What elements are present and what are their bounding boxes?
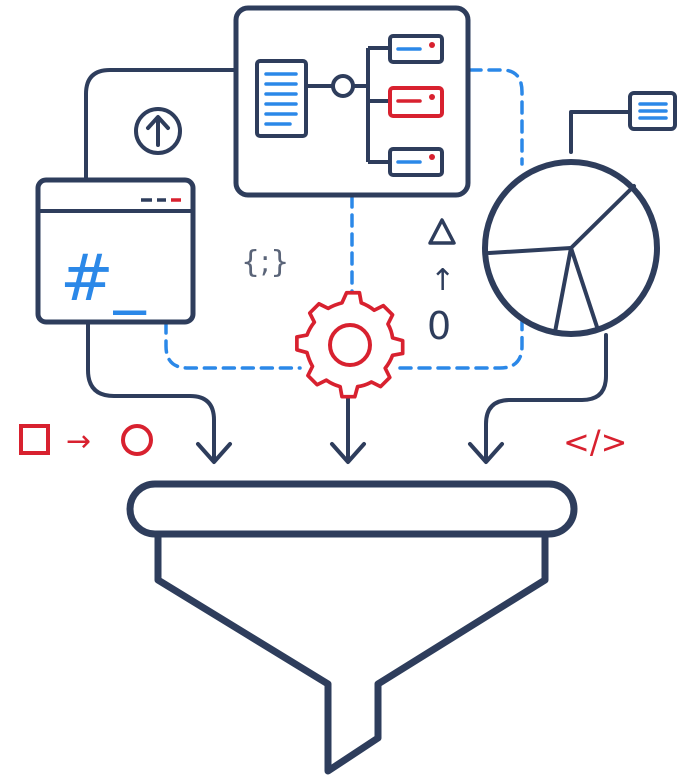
dashed-terminal-to-gear bbox=[164, 320, 302, 370]
server-top bbox=[388, 34, 444, 64]
triangle-zero-arrow-text: ↑ bbox=[430, 263, 455, 298]
document-tag-icon bbox=[628, 91, 677, 131]
dashed-connectors bbox=[164, 68, 524, 370]
dashed-gear-to-right bbox=[398, 294, 524, 370]
server-bottom bbox=[388, 147, 444, 177]
server-middle bbox=[388, 86, 444, 118]
terminal-window-icon: #_ bbox=[35, 177, 196, 325]
connector-lines bbox=[84, 68, 630, 464]
arrow-head-left bbox=[196, 442, 232, 464]
arrow-head-center bbox=[330, 442, 366, 464]
code-braces-text: {;} bbox=[241, 245, 289, 280]
connector-pie-to-doc bbox=[569, 110, 630, 154]
code-tag-text: </> bbox=[563, 423, 627, 461]
terminal-prompt-text: #_ bbox=[60, 242, 147, 316]
shape-sequence-arrow-text: → bbox=[66, 424, 91, 459]
dashed-diagram-right-to-pie bbox=[468, 68, 524, 166]
connector-pie-to-funnel bbox=[484, 333, 608, 462]
hierarchy-diagram-icon bbox=[233, 5, 471, 198]
pie-chart-icon bbox=[482, 159, 660, 337]
connector-terminal-to-funnel bbox=[86, 320, 216, 462]
upload-circle-icon bbox=[134, 107, 182, 155]
square-to-circle-icon: → bbox=[19, 424, 153, 459]
triangle-to-zero-icon: ↑ 0 bbox=[427, 218, 456, 348]
gear-icon bbox=[295, 290, 405, 399]
zero-shape-text: 0 bbox=[427, 304, 451, 348]
funnel-body bbox=[154, 532, 549, 775]
arrow-head-right bbox=[468, 442, 504, 464]
funnel-icon bbox=[126, 480, 578, 775]
funnel-rim bbox=[126, 480, 578, 538]
connector-diagram-to-terminal bbox=[84, 68, 236, 182]
